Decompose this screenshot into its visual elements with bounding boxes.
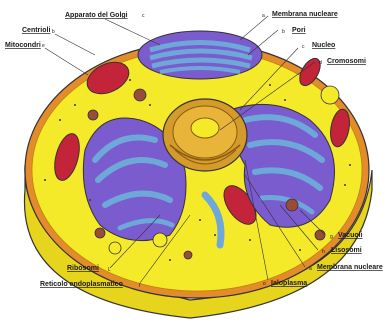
label-mitocondri: Mitocondri <box>5 42 41 49</box>
label-pori: Pori <box>292 27 306 34</box>
label-membrana-bottom: Membrana nucleare <box>317 264 383 271</box>
label-vacuoli: Vacuoli <box>338 232 363 239</box>
label-reticolo: Reticolo endoplasmatico <box>40 281 123 288</box>
label-membrana-top: Membrana nucleare <box>272 11 338 18</box>
nucleus <box>163 99 247 171</box>
golgi-apparatus <box>138 31 262 79</box>
label-apparato-golgi-letter: c <box>142 13 145 19</box>
label-ribosomi-letter: L <box>108 267 111 273</box>
label-cromosomi: Cromosomi <box>327 58 366 65</box>
label-membrana-top-letter: a <box>262 13 265 19</box>
label-cromosomi-letter: d <box>319 60 322 66</box>
label-ialoplasma-letter: o <box>263 281 266 287</box>
label-nucleo: Nucleo <box>312 42 335 49</box>
label-centrioli-letter: b <box>52 29 55 35</box>
label-ialoplasma: Ialoplasma <box>271 280 307 287</box>
label-membrana-bottom-letter: a <box>309 266 312 272</box>
label-nucleo-letter: c <box>302 44 305 50</box>
label-mitocondri-letter: e <box>42 43 45 49</box>
label-apparato-golgi: Apparato del Golgi <box>65 12 128 19</box>
label-lisosomi: Lisosomi <box>331 247 362 254</box>
label-ribosomi: Ribosomi <box>67 265 99 272</box>
label-pori-letter: b <box>282 29 285 35</box>
label-lisosomi-letter: h <box>322 249 325 255</box>
label-centrioli: Centrioli <box>22 27 50 34</box>
label-vacuoli-letter: g <box>330 234 333 240</box>
